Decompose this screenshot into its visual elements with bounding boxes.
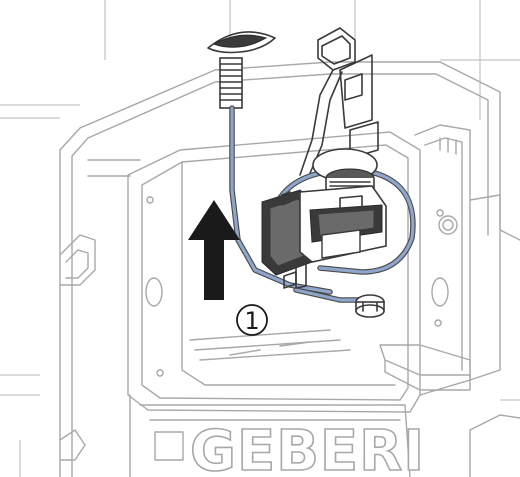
base-plate: GEBERI xyxy=(129,394,425,477)
circled-number-icon: 1 xyxy=(236,304,268,336)
hose-fitting-nut xyxy=(355,294,385,318)
brand-logo-text: GEBERI xyxy=(190,419,425,477)
step-number: 1 xyxy=(244,307,259,335)
inspection-opening-frame xyxy=(127,131,449,413)
flush-valve-actuator xyxy=(261,148,387,289)
up-arrow-icon xyxy=(188,200,240,300)
air-connector-left xyxy=(207,31,276,109)
side-cover xyxy=(379,124,501,396)
